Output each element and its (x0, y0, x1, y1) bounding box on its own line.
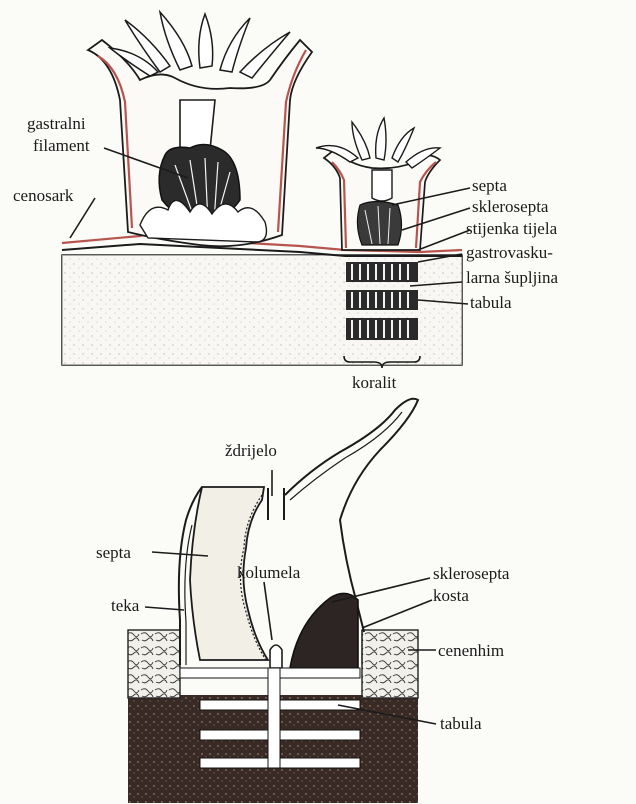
label-cenosark: cenosark (13, 186, 74, 205)
label-stijenka-tijela: stijenka tijela (466, 219, 558, 238)
upper-figure: gastralni filament cenosark septa sklero… (13, 12, 559, 392)
label-tabula-upper: tabula (470, 293, 512, 312)
large-polyp-tentacles (110, 12, 290, 78)
lower-sclerosepta (290, 593, 358, 668)
lower-figure: ždrijelo septa kolumela sklerosepta kost… (96, 399, 510, 803)
label-gastral-filament-line1: gastralni (27, 114, 86, 133)
label-teka: teka (111, 596, 140, 615)
label-septa-lower: septa (96, 543, 131, 562)
lower-columella (270, 645, 282, 668)
label-septa-upper: septa (472, 176, 507, 195)
label-sklerosepta-lower: sklerosepta (433, 564, 510, 583)
label-kolumela: kolumela (237, 563, 301, 582)
label-gastrovaskularna-line1: gastrovasku- (466, 243, 553, 262)
label-zdrijelo: ždrijelo (225, 441, 277, 460)
label-koralit: koralit (352, 373, 397, 392)
cenenhim-right (362, 630, 418, 698)
corallite-tabulae (346, 262, 418, 340)
label-kosta: kosta (433, 586, 469, 605)
label-sklerosepta-upper: sklerosepta (472, 197, 549, 216)
label-gastral-filament-line2: filament (33, 136, 90, 155)
small-polyp-pharynx (372, 170, 392, 201)
label-tabula-lower: tabula (440, 714, 482, 733)
label-cenenhim: cenenhim (438, 641, 504, 660)
label-gastrovaskularna-line2: larna šupljina (466, 268, 559, 287)
cenenhim-left (128, 630, 180, 698)
lower-pharynx (268, 488, 284, 520)
